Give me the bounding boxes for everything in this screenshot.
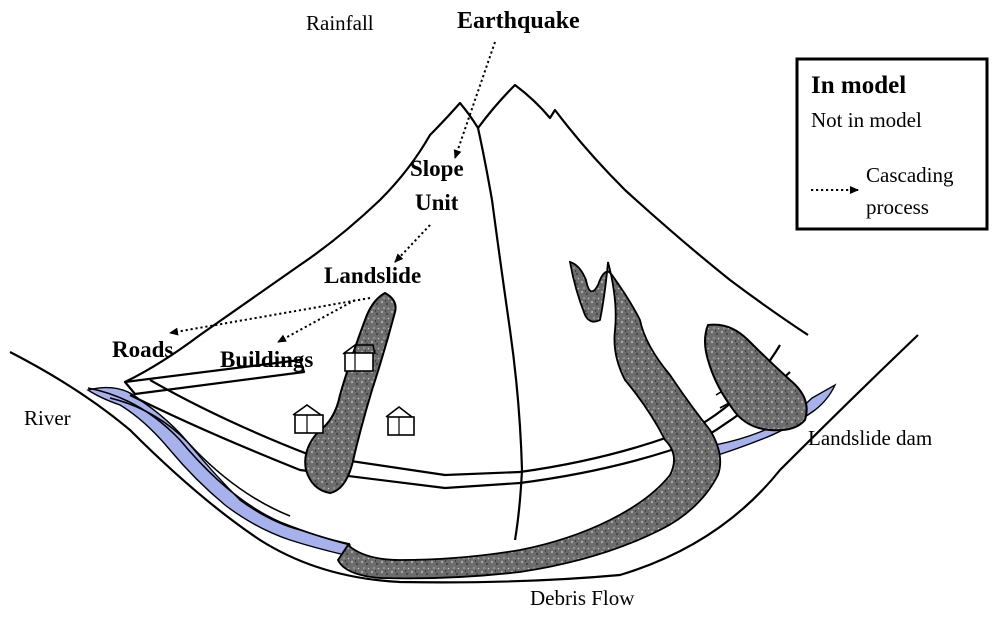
label-roads: Roads (112, 337, 173, 362)
cascade-arrow-landslide-buildings (277, 299, 356, 343)
cascade-arrow-landslide-roads (169, 297, 371, 336)
mountain-outline (124, 83, 809, 383)
label-slope-unit-line1: Slope (410, 156, 464, 181)
landslide-deposit (304, 291, 397, 495)
cascade-arrow-slope-landslide (394, 224, 431, 263)
bank-line-inner (109, 397, 291, 517)
building-icon (342, 344, 376, 372)
bank-line-left (87, 387, 351, 545)
building-icon (385, 405, 415, 436)
building-icon (292, 404, 324, 434)
river-right (714, 383, 837, 456)
legend-not-in-model: Not in model (811, 108, 922, 132)
debris-flow (336, 260, 722, 580)
label-rainfall: Rainfall (306, 11, 374, 35)
mountain-ridge-divide (476, 127, 524, 541)
label-river: River (24, 406, 71, 430)
label-slope-unit-line2: Unit (415, 190, 459, 215)
valley-line-left (9, 334, 919, 584)
legend-in-model: In model (811, 72, 906, 99)
label-debris-flow: Debris Flow (530, 586, 635, 610)
label-landslide-dam: Landslide dam (808, 426, 932, 450)
road-left-upper (123, 358, 306, 396)
legend-box (795, 57, 989, 231)
legend: In model Not in model Cascading process (795, 57, 989, 231)
landslide-dam-deposit (704, 323, 808, 432)
legend-cascading-line1: Cascading (866, 163, 954, 187)
label-earthquake: Earthquake (457, 8, 580, 34)
label-buildings: Buildings (220, 347, 313, 372)
cascade-arrow-earthquake-slope (453, 41, 496, 159)
label-landslide: Landslide (324, 263, 421, 288)
road-left-band (129, 394, 521, 490)
legend-cascading-line2: process (866, 195, 929, 219)
